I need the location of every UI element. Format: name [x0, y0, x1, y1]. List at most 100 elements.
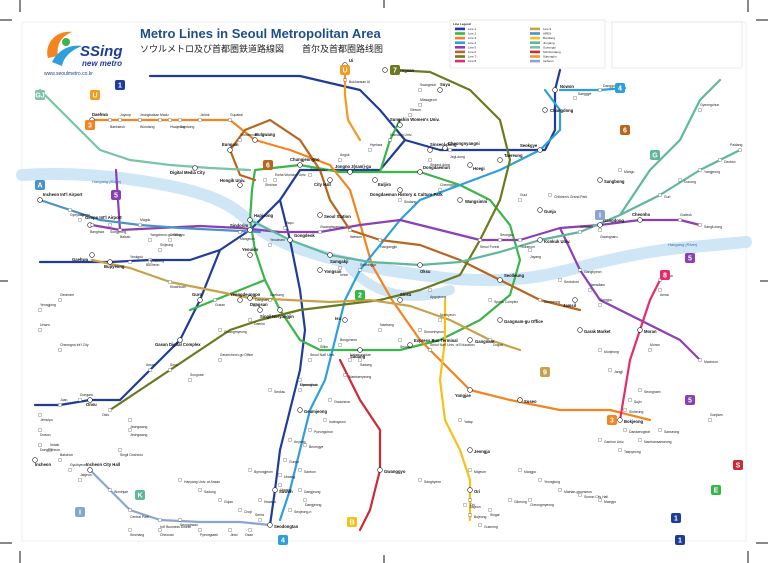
- station-daebang[interactable]: [268, 298, 272, 302]
- station-maegyo[interactable]: [598, 498, 602, 502]
- station-kyodae[interactable]: [428, 348, 432, 352]
- station-cheonan[interactable]: [158, 528, 162, 532]
- station-dogok[interactable]: [488, 338, 492, 342]
- station-uiwang[interactable]: [278, 473, 282, 477]
- station-sinchon[interactable]: [263, 178, 267, 182]
- station-seojeongni[interactable]: [288, 508, 292, 512]
- station-transfer-nowon[interactable]: [552, 87, 558, 93]
- station-samsong[interactable]: [178, 118, 182, 122]
- station-gojan[interactable]: [218, 498, 222, 502]
- station-oido[interactable]: [108, 408, 112, 412]
- station-sujin[interactable]: [628, 398, 632, 402]
- station-mangpo[interactable]: [518, 468, 522, 472]
- station-yatap[interactable]: [458, 418, 462, 422]
- station-dangogae[interactable]: [598, 88, 602, 92]
- station-transfer-dongdaemun_hc[interactable]: [397, 187, 403, 193]
- station-seoul_forest[interactable]: [478, 238, 482, 242]
- station-namhansanseong[interactable]: [638, 438, 642, 442]
- station-transfer-eungam[interactable]: [227, 147, 233, 153]
- station-anguk[interactable]: [338, 158, 342, 162]
- station-ttukseom[interactable]: [518, 238, 522, 242]
- station-transfer-isu[interactable]: [342, 317, 348, 323]
- station-sinnonhyeon[interactable]: [418, 328, 422, 332]
- station-indeogwon[interactable]: [323, 418, 327, 422]
- station-sadong[interactable]: [198, 488, 202, 492]
- station-bojeong[interactable]: [468, 513, 472, 517]
- station-gwacheon[interactable]: [328, 398, 332, 402]
- station-mapo[interactable]: [283, 226, 287, 230]
- station-sindang[interactable]: [398, 198, 402, 202]
- station-transfer-suseo[interactable]: [517, 397, 523, 403]
- station-bakchon[interactable]: [58, 458, 62, 462]
- station-sadang2[interactable]: [358, 358, 362, 362]
- station-gireum[interactable]: [408, 113, 412, 117]
- station-songjeong[interactable]: [108, 223, 112, 227]
- station-suyu_2[interactable]: [418, 88, 422, 92]
- station-sinheung[interactable]: [623, 408, 627, 412]
- station-ansan[interactable]: [148, 368, 152, 372]
- station-seocho[interactable]: [398, 338, 402, 342]
- station-cheongmyeong[interactable]: [528, 498, 532, 502]
- station-moran2[interactable]: [648, 348, 652, 352]
- station-naebang[interactable]: [378, 328, 382, 332]
- station-transfer-garak[interactable]: [577, 327, 583, 333]
- station-transfer-guro[interactable]: [197, 297, 203, 303]
- station-hwajeong[interactable]: [168, 118, 172, 122]
- station-transfer-suwon[interactable]: [272, 487, 278, 493]
- station-hwaseo[interactable]: [258, 498, 262, 502]
- station-dandaeogeori[interactable]: [623, 428, 627, 432]
- station-jemulpo[interactable]: [38, 413, 42, 417]
- station-munjeong[interactable]: [598, 348, 602, 352]
- station-itaewon[interactable]: [348, 228, 352, 232]
- station-hanyang[interactable]: [178, 478, 182, 482]
- station-banghwa[interactable]: [90, 223, 94, 227]
- station-suwon_city[interactable]: [578, 493, 582, 497]
- station-transfer-sadang[interactable]: [357, 347, 363, 353]
- station-gangbyeon[interactable]: [578, 268, 582, 272]
- station-woninjae[interactable]: [108, 488, 112, 492]
- station-transfer-sinseoldong[interactable]: [427, 147, 433, 153]
- station-jamsillaru[interactable]: [588, 288, 592, 292]
- station-gunpo[interactable]: [283, 458, 287, 462]
- station-transfer-bokjeong[interactable]: [617, 417, 623, 423]
- station-sosa[interactable]: [168, 368, 172, 372]
- station-gwanak2[interactable]: [298, 378, 302, 382]
- station-byeongjeom[interactable]: [248, 468, 252, 472]
- station-singilon[interactable]: [118, 448, 122, 452]
- station-yangcheon[interactable]: [148, 238, 152, 242]
- station-transfer-sungshin[interactable]: [397, 122, 403, 128]
- station-int_business[interactable]: [158, 518, 162, 522]
- station-transfer-incheon_city[interactable]: [87, 467, 93, 473]
- station-guui[interactable]: [518, 198, 522, 202]
- station-jegi[interactable]: [448, 148, 452, 152]
- station-transfer-bulgwang[interactable]: [252, 137, 258, 143]
- station-apgujeong[interactable]: [428, 288, 432, 292]
- station-transfer-cityhall[interactable]: [327, 177, 333, 183]
- station-seodaemun[interactable]: [308, 173, 312, 177]
- station-sillim[interactable]: [318, 338, 322, 342]
- station-taepyeong[interactable]: [618, 448, 622, 452]
- station-transfer-noryangjin[interactable]: [277, 307, 283, 313]
- station-central_park[interactable]: [128, 508, 132, 512]
- station-guri[interactable]: [658, 193, 662, 197]
- station-transfer-wangsimni[interactable]: [457, 197, 463, 203]
- station-hansung[interactable]: [388, 138, 392, 142]
- station-transfer-jongno3ga[interactable]: [347, 169, 353, 175]
- station-jangji[interactable]: [608, 368, 612, 372]
- station-guseong[interactable]: [478, 523, 482, 527]
- station-sinGal[interactable]: [488, 508, 492, 512]
- station-anyang[interactable]: [288, 438, 292, 442]
- station-transfer-seoul_stn[interactable]: [317, 212, 323, 218]
- station-paldang[interactable]: [738, 148, 742, 152]
- station-mokdong[interactable]: [148, 260, 152, 264]
- station-juan[interactable]: [58, 403, 62, 407]
- station-transfer-euljiro[interactable]: [372, 177, 378, 183]
- station-seongsu[interactable]: [498, 238, 502, 242]
- station-transfer-incheon_airport[interactable]: [37, 197, 43, 203]
- station-sinjeong[interactable]: [158, 248, 162, 252]
- station-pyeongchon[interactable]: [308, 428, 312, 432]
- station-transfer-hoegi[interactable]: [467, 162, 473, 168]
- station-sanggye[interactable]: [573, 96, 577, 100]
- station-myeonghak[interactable]: [298, 388, 302, 392]
- station-transfer-jamsil[interactable]: [572, 297, 578, 303]
